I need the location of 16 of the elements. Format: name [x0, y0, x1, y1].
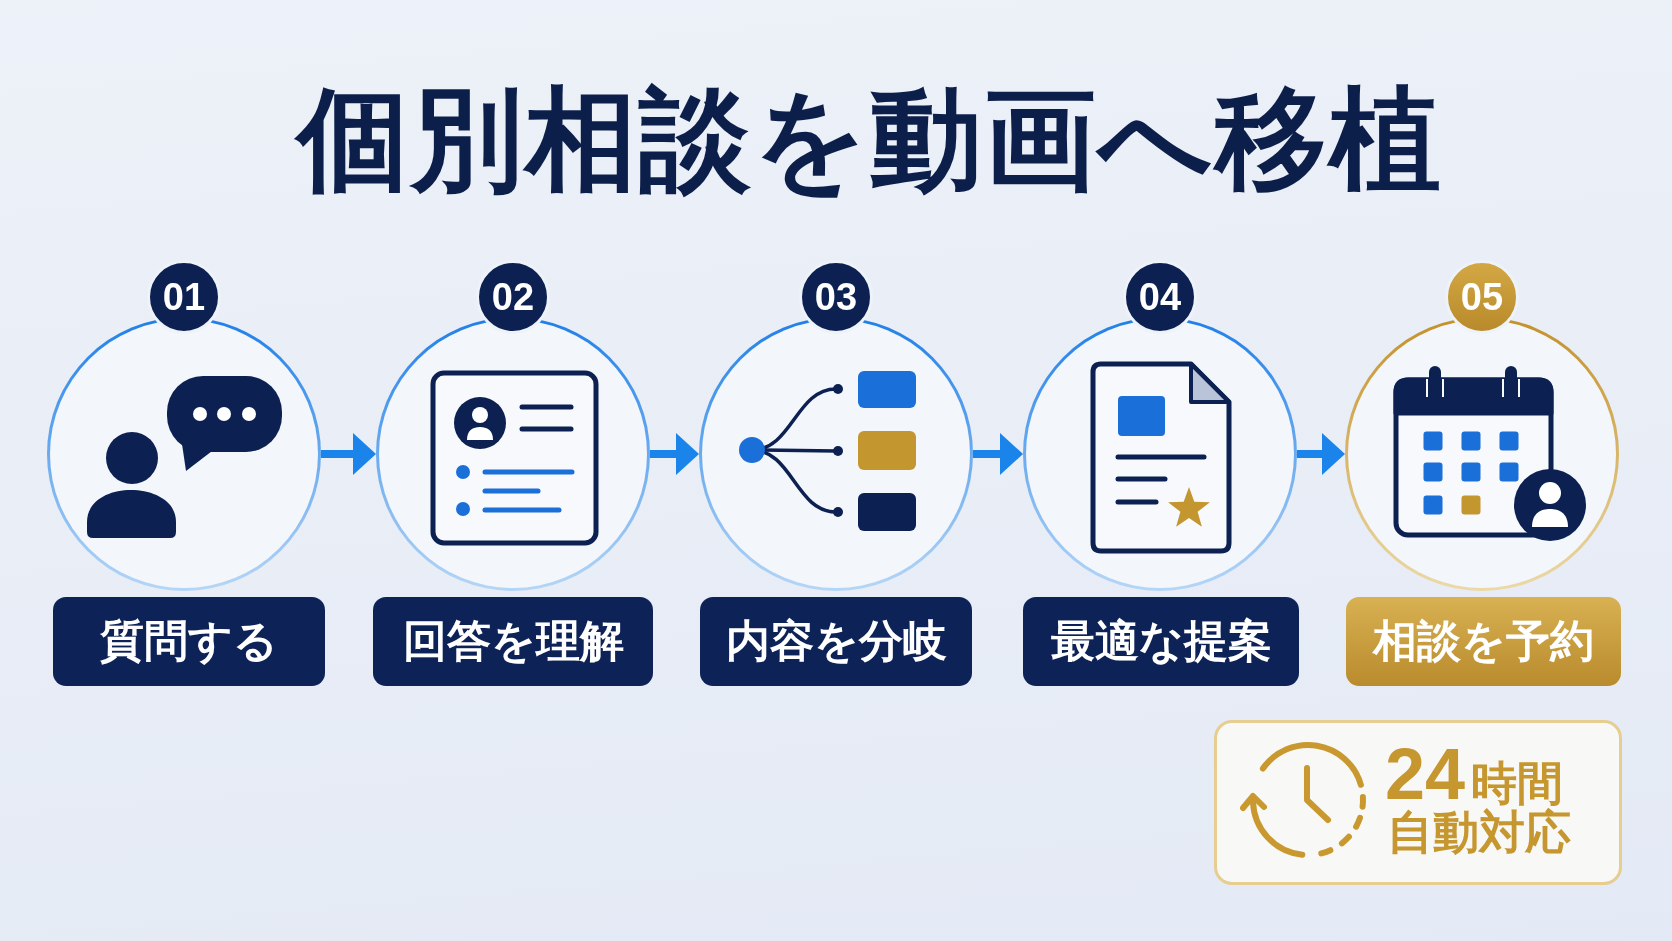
- arrow: [321, 433, 376, 475]
- step-label: 質問する: [53, 597, 325, 686]
- service-text: 自動対応: [1387, 809, 1571, 855]
- step-number-badge: 03: [799, 260, 873, 334]
- arrow: [973, 433, 1023, 475]
- step-number-badge: 01: [147, 260, 221, 334]
- step-number-badge: 04: [1123, 260, 1197, 334]
- arrow: [650, 433, 699, 475]
- step-label: 相談を予約: [1346, 597, 1621, 686]
- step-label: 内容を分岐: [700, 597, 972, 686]
- info-box: [1214, 720, 1622, 885]
- step-label: 最適な提案: [1023, 597, 1299, 686]
- arrow: [1297, 433, 1345, 475]
- step-number-badge: 05: [1445, 260, 1519, 334]
- step-number-badge: 02: [476, 260, 550, 334]
- step-label: 回答を理解: [373, 597, 653, 686]
